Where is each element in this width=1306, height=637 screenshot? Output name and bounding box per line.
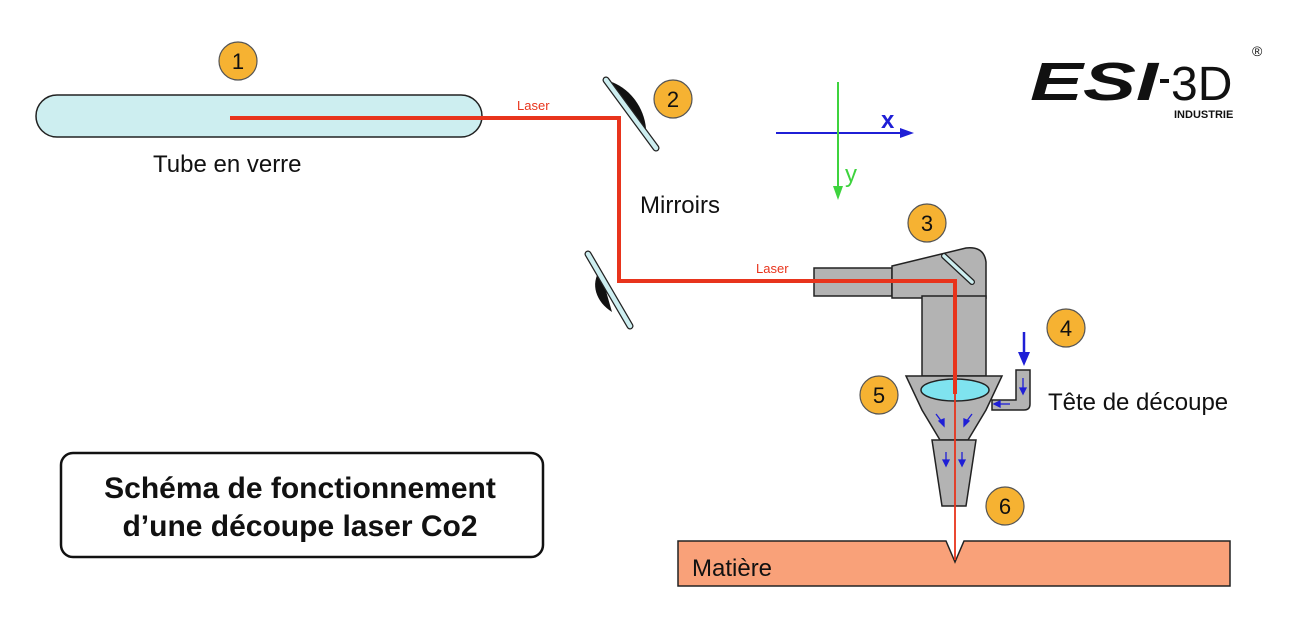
laser-label-1: Laser bbox=[517, 98, 550, 113]
svg-text:4: 4 bbox=[1060, 316, 1072, 341]
svg-text:2: 2 bbox=[667, 87, 679, 112]
svg-text:3: 3 bbox=[921, 211, 933, 236]
tube-label: Tube en verre bbox=[153, 151, 302, 178]
badge-5: 5 bbox=[859, 375, 899, 415]
material-label: Matière bbox=[692, 555, 772, 582]
svg-text:5: 5 bbox=[873, 383, 885, 408]
badge-2: 2 bbox=[653, 79, 693, 119]
logo-brand: ESI bbox=[1030, 52, 1159, 112]
logo-registered: ® bbox=[1252, 43, 1263, 59]
logo-subtitle: INDUSTRIE bbox=[1174, 109, 1233, 121]
title-box bbox=[59, 451, 545, 559]
laser-label-2: Laser bbox=[756, 261, 789, 276]
logo-suffix: 3D bbox=[1171, 58, 1232, 111]
mirrors-label: Mirroirs bbox=[640, 192, 720, 219]
svg-text:1: 1 bbox=[232, 49, 244, 74]
material-block bbox=[677, 540, 1231, 587]
badge-6: 6 bbox=[985, 486, 1025, 526]
axis-indicator: x y bbox=[776, 82, 914, 200]
gas-flow-arrows bbox=[935, 378, 1028, 468]
title-line-2: d’une découpe laser Co2 bbox=[122, 510, 477, 543]
axis-y-label: y bbox=[845, 161, 857, 188]
esi-3d-logo: ESI 3D ® INDUSTRIE bbox=[1030, 43, 1263, 121]
badge-4: 4 bbox=[1046, 308, 1086, 348]
gas-inlet-arrow bbox=[1018, 352, 1030, 366]
mirror-2 bbox=[584, 250, 634, 330]
badge-1: 1 bbox=[218, 41, 258, 81]
laser-beam bbox=[230, 116, 957, 394]
head-label: Tête de découpe bbox=[1048, 389, 1228, 416]
badge-3: 3 bbox=[907, 203, 947, 243]
title-line-1: Schéma de fonctionnement bbox=[104, 472, 496, 505]
cutting-head bbox=[813, 247, 1031, 507]
svg-text:6: 6 bbox=[999, 494, 1011, 519]
mirror-1 bbox=[602, 76, 660, 152]
axis-x-label: x bbox=[881, 107, 895, 134]
